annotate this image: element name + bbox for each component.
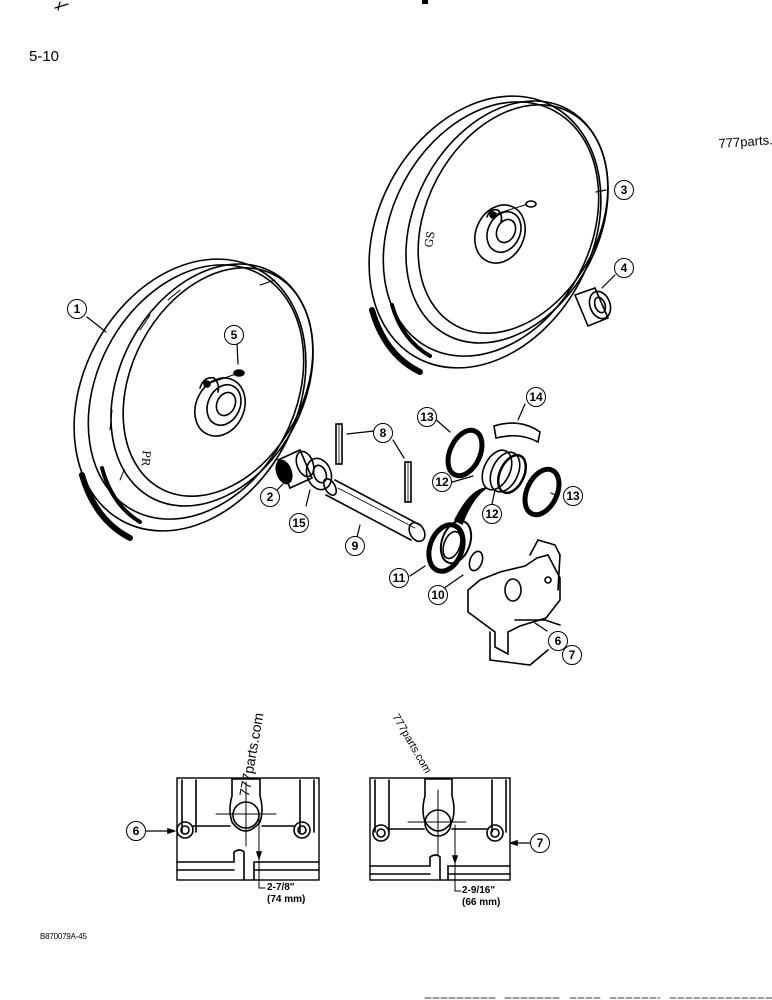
leader-8b (392, 439, 405, 459)
callout-2[interactable]: 2 (260, 487, 280, 507)
detail-callout-6[interactable]: 6 (126, 821, 146, 841)
svg-text:PR: PR (139, 450, 153, 467)
leader-8a (346, 430, 375, 435)
callout-13a[interactable]: 13 (417, 407, 437, 427)
dimension-7-inches: 2-9/16" (462, 885, 496, 896)
pin-8a (335, 423, 343, 465)
callout-7[interactable]: 7 (562, 645, 582, 665)
pin-8b (404, 461, 412, 503)
hub (474, 204, 526, 264)
dimension-6-mm: (74 mm) (267, 894, 306, 905)
assembly-arrow (453, 487, 487, 526)
leader-12a (448, 475, 474, 484)
leader-5 (236, 342, 239, 365)
leader-14 (517, 403, 526, 421)
shaft-9 (322, 478, 426, 543)
callout-13b[interactable]: 13 (563, 486, 583, 506)
leader-13b (550, 492, 559, 497)
plug (525, 200, 537, 208)
detail-view-6 (145, 777, 320, 889)
bracket-6-7 (467, 539, 561, 666)
leader-15 (305, 489, 311, 507)
dimension-6: 2-7/8" (74 mm) (267, 882, 305, 906)
dimension-7-mm: (66 mm) (462, 897, 501, 908)
seal-ring-13b (522, 466, 562, 518)
leader-1 (86, 316, 107, 333)
detail-view-7 (369, 777, 531, 892)
leader-12b (491, 489, 496, 505)
seal-assembly-11 (426, 519, 473, 574)
callout-10[interactable]: 10 (428, 585, 448, 605)
washer-15 (305, 457, 333, 491)
seal-ring-13a (445, 427, 485, 479)
callout-1[interactable]: 1 (67, 299, 87, 319)
callout-6[interactable]: 6 (548, 631, 568, 651)
bushing-2 (275, 448, 315, 490)
callout-15[interactable]: 15 (289, 513, 309, 533)
idler-wheel-1: PR (73, 258, 314, 541)
callout-5[interactable]: 5 (224, 325, 244, 345)
callout-12a[interactable]: 12 (432, 472, 452, 492)
callout-4[interactable]: 4 (614, 258, 634, 278)
page-number: 5-10 (29, 48, 60, 65)
leader-4 (601, 274, 616, 289)
detail-callout-7[interactable]: 7 (530, 833, 550, 853)
corner-mark (54, 1, 69, 11)
o-ring-10 (468, 550, 484, 572)
plug-5 (233, 369, 245, 377)
leader-3 (595, 189, 607, 193)
leader-11 (409, 565, 426, 577)
callout-9[interactable]: 9 (345, 536, 365, 556)
bushing-4 (573, 286, 612, 328)
dimension-7: 2-9/16" (66 mm) (462, 885, 500, 909)
callout-12b[interactable]: 12 (482, 504, 502, 524)
seal-12 (481, 449, 528, 495)
dimension-6-inches: 2-7/8" (267, 882, 295, 893)
retainer-14 (493, 422, 541, 444)
callout-11[interactable]: 11 (389, 568, 409, 588)
leader-6 (534, 622, 548, 632)
callout-14[interactable]: 14 (526, 387, 546, 407)
callout-3[interactable]: 3 (614, 180, 634, 200)
figure-id: B870079A-45 (40, 932, 87, 941)
hub (194, 377, 246, 437)
callout-8[interactable]: 8 (373, 423, 393, 443)
svg-text:GS: GS (422, 230, 438, 248)
idler-wheel-3: GS (368, 95, 609, 375)
top-mark (422, 0, 428, 4)
